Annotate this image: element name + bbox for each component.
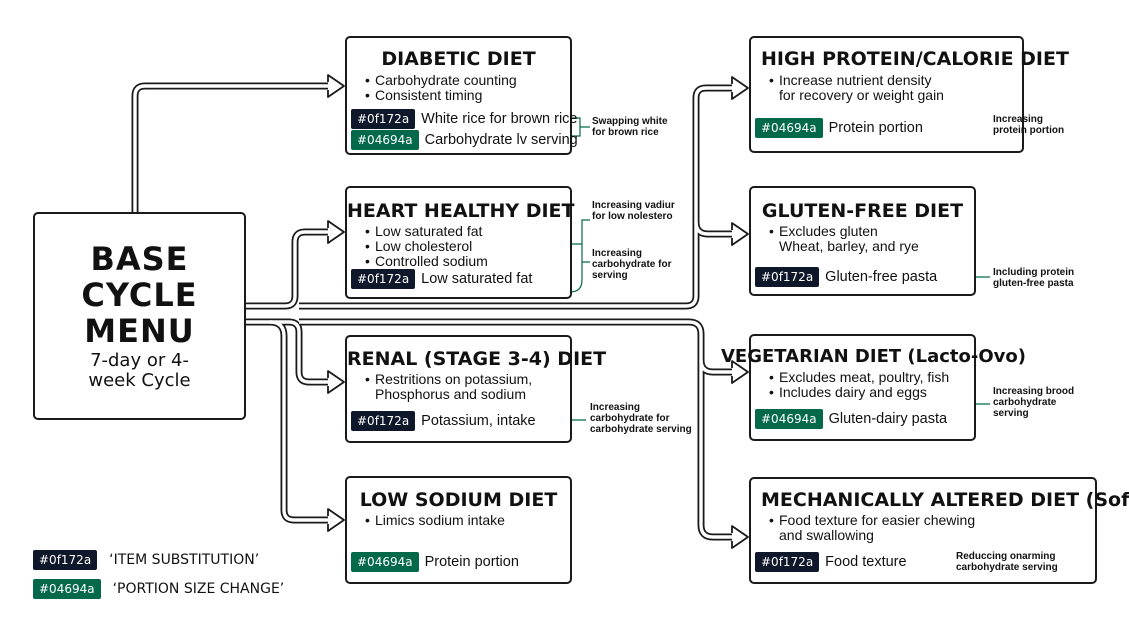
heart-bullet-2: Low cholesterol [365,239,488,255]
heart-badge-1: #0f172a [351,269,416,289]
renal-badge-1: #0f172a [351,411,416,431]
veg-row-1: #04694a Gluten-dairy pasta [755,408,947,430]
gluten-free-diet-box: GLUTEN-FREE DIET Excludes gluten Wheat, … [749,186,976,296]
veg-bullet-2: Includes dairy and eggs [769,385,949,401]
heart-healthy-diet-box: HEART HEALTHY DIET Low saturated fat Low… [345,186,575,299]
diabetic-row-1: #0f172a White rice for brown rice [351,108,578,130]
veg-note: Increasing brood carbohydrate serving [993,386,1075,419]
legend-label-substitution: ‘ITEM SUBSTITUTION’ [109,552,260,568]
sodium-diet-title: LOW SODIUM DIET [359,489,558,511]
diabetic-diet-title: DIABETIC DIET [381,48,536,70]
renal-bullet-1: Restritions on potassium, [365,372,532,388]
gluten-row-1: #0f172a Gluten-free pasta [755,266,937,288]
mech-badge-1: #0f172a [755,552,820,572]
sodium-row-1: #04694a Protein portion [351,551,519,573]
wire-to-renal [246,318,330,386]
heart-note-2: Increasing carbohydrate for serving [592,248,672,281]
arrow-mech [731,525,749,549]
mech-row-1: #0f172a Food texture [755,551,907,573]
heart-row-1: #0f172a Low saturated fat [351,268,532,290]
heart-note-1: Increasing vadiur for low nolestero [592,200,675,222]
diabetic-note: Swapping white for brown rice [592,116,668,138]
arrow-veg [731,360,749,384]
sodium-row-1-text: Protein portion [424,554,519,570]
mechanically-altered-diet-box: MECHANICALLY ALTERED DIET (Soft) Food te… [749,477,1129,584]
arrow-heart [327,220,345,244]
diabetic-diet-box: DIABETIC DIET Carbohydrate counting Cons… [345,36,578,155]
veg-diet-title: VEGETARIAN DIET (Lacto-Ovo) [721,346,1026,367]
arrow-protein [731,76,749,100]
protein-badge-1: #04694a [755,118,823,138]
diabetic-bullet-1: Carbohydrate counting [365,73,517,89]
renal-row-1: #0f172a Potassium, intake [351,410,536,432]
heart-diet-title: HEART HEALTHY DIET [347,200,575,222]
mech-bullet-1: Food texture for easier chewing [769,513,975,529]
protein-row-1-text: Protein portion [828,120,923,136]
heart-row-1-text: Low saturated fat [421,271,533,287]
mech-row-1-text: Food texture [825,554,907,570]
wire-to-veg-inner [699,359,734,374]
mech-bullet-2: and swallowing [779,527,874,543]
base-cycle-menu-box: BASE CYCLE MENU 7-day or 4-week Cycle [33,212,246,420]
heart-bullet-1: Low saturated fat [365,224,488,240]
sodium-bullet-1: Limics sodium intake [365,513,505,529]
renal-bullet-2: Phosphorus and sodium [375,386,526,402]
renal-note: Increasing carbohydrate for carbohydrate… [590,402,692,435]
legend-badge-portion: #04694a [33,579,101,599]
legend-item-substitution: #0f172a ‘ITEM SUBSTITUTION’ [33,550,259,570]
arrow-gluten [731,222,749,246]
gluten-note: Including protein gluten-free pasta [993,267,1075,289]
heart-bullet-3: Controlled sodium [365,254,488,270]
diabetic-badge-2: #04694a [351,130,419,150]
wire-to-right-lower-inner [299,320,734,539]
gluten-badge-1: #0f172a [755,267,820,287]
gluten-diet-title: GLUTEN-FREE DIET [761,200,964,222]
diabetic-row-2-text: Carbohydrate lv serving [424,132,578,148]
base-subtitle: 7-day or 4-week Cycle [88,350,191,391]
diabetic-badge-1: #0f172a [351,109,416,129]
gluten-row-1-text: Gluten-free pasta [825,269,938,285]
renal-row-1-text: Potassium, intake [421,413,536,429]
diabetic-bullet-2: Consistent timing [365,88,517,104]
renal-diet-box: RENAL (STAGE 3-4) DIET Restritions on po… [345,335,607,443]
legend-badge-substitution: #0f172a [33,550,98,570]
low-sodium-diet-box: LOW SODIUM DIET Limics sodium intake #04… [345,476,572,584]
sodium-badge-1: #04694a [351,552,419,572]
protein-row-1: #04694a Protein portion [755,117,923,139]
wire-to-renal-inner [246,320,330,384]
mech-note: Reduccing onarming carbohydrate serving [956,551,1058,573]
wire-to-heart-inner [246,230,330,308]
arrow-sodium [327,508,345,532]
legend-label-portion: ‘PORTION SIZE CHANGE’ [112,581,285,597]
mech-diet-title: MECHANICALLY ALTERED DIET (Soft) [761,489,1129,511]
legend-item-portion: #04694a ‘PORTION SIZE CHANGE’ [33,579,284,599]
protein-bullet-2: for recovery or weight gain [779,87,944,103]
wire-to-heart [246,228,330,310]
wire-to-diabetic [131,82,330,212]
wire-to-sodium-inner [269,320,330,522]
base-title: BASE CYCLE MENU [81,240,198,350]
gluten-bullet-1: Excludes gluten [769,224,919,240]
high-protein-diet-box: HIGH PROTEIN/CALORIE DIET Increase nutri… [749,36,1069,153]
gluten-bullet-2: Wheat, barley, and rye [779,238,919,254]
arrow-renal [327,370,345,394]
renal-diet-title: RENAL (STAGE 3-4) DIET [347,348,607,370]
diabetic-row-1-text: White rice for brown rice [421,111,578,127]
protein-diet-title: HIGH PROTEIN/CALORIE DIET [761,48,1069,70]
wire-to-gluten-inner [694,221,734,236]
wire-to-right-upper-inner [299,86,734,308]
vegetarian-diet-box: VEGETARIAN DIET (Lacto-Ovo) Excludes mea… [721,334,1026,441]
protein-bullet-1: Increase nutrient density [769,73,944,89]
protein-note: Increasing protein portion [993,114,1065,136]
arrow-diabetic [327,74,345,98]
diabetic-row-2: #04694a Carbohydrate lv serving [351,129,578,151]
veg-row-1-text: Gluten-dairy pasta [828,411,948,427]
veg-bullet-1: Excludes meat, poultry, fish [769,370,949,386]
veg-badge-1: #04694a [755,409,823,429]
wire-to-diabetic-inner [133,84,330,212]
